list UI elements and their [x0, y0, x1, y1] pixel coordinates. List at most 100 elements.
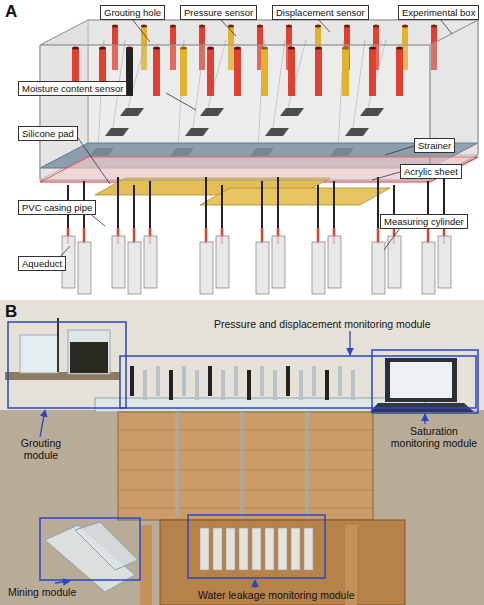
sensor-photo	[234, 366, 238, 396]
rod-top	[373, 25, 379, 28]
callout-box: Aqueduct	[18, 256, 66, 271]
module-frames	[8, 322, 478, 580]
sensor-rod	[369, 48, 376, 96]
callout-box: Measuring cylinder	[380, 214, 468, 229]
sensor-photo	[273, 370, 277, 400]
cylinder-photo	[291, 528, 300, 570]
sensor-photo	[182, 366, 186, 396]
sensor-photo	[156, 366, 160, 396]
sensor-rod	[261, 48, 268, 96]
sensor-photo	[351, 370, 355, 400]
pvc-pipe	[149, 181, 151, 228]
rod-top	[99, 46, 106, 49]
rod-top	[112, 25, 118, 28]
cylinder-photo	[213, 528, 222, 570]
callout-box: Moisture content sensor	[18, 81, 127, 96]
module-label: Mining module	[8, 586, 76, 598]
cylinder-photo-group	[200, 528, 313, 570]
photo-background	[0, 300, 484, 605]
pvc-pipe	[333, 181, 335, 228]
callout-text: Grouting hole	[104, 7, 161, 18]
rod-top	[141, 25, 147, 28]
rod-top	[72, 46, 79, 49]
sensor-photo	[221, 370, 225, 400]
callout-box: Strainer	[414, 138, 455, 153]
sensor-photo-group	[130, 366, 355, 400]
callout-text: PVC casing pipe	[22, 202, 92, 213]
cylinder-photo	[239, 528, 248, 570]
rod-top	[344, 25, 350, 28]
pipe-column	[175, 412, 179, 517]
callout-box: Experimental box	[398, 5, 479, 20]
sensor-photo	[169, 370, 173, 400]
leader-line	[318, 19, 330, 32]
slurry	[70, 342, 108, 373]
sensor-rod	[180, 48, 187, 96]
rod-top	[126, 46, 133, 49]
stand-leg	[140, 525, 152, 605]
module-label: Water leakage monitoring module	[198, 589, 355, 601]
rod-top	[153, 46, 160, 49]
rod-top	[369, 46, 376, 49]
silicone-pad	[200, 188, 390, 205]
cylinder-photo	[200, 528, 209, 570]
pointer-arrow	[349, 331, 350, 355]
module-frame	[372, 350, 478, 413]
measuring-cylinder	[312, 242, 325, 294]
measuring-cylinder	[112, 236, 125, 288]
module-frame	[40, 518, 140, 580]
measuring-cylinder	[78, 242, 91, 294]
pvc-pipe	[277, 177, 279, 228]
rod-top	[396, 46, 403, 49]
wooden-stand	[160, 520, 405, 605]
sensor-photo	[325, 370, 329, 400]
rod-top	[170, 25, 176, 28]
rod-top	[402, 25, 408, 28]
pvc-pipe	[117, 177, 119, 228]
leader-line	[372, 172, 400, 180]
module-label: Pressure and displacement monitoring mod…	[214, 318, 431, 330]
rod-top	[180, 46, 187, 49]
sensor-photo	[195, 370, 199, 400]
rod-top	[228, 25, 234, 28]
callout-text: Silicone pad	[22, 128, 74, 139]
leader-line	[78, 138, 110, 184]
sensor-photo	[247, 370, 251, 400]
pointer-arrows	[40, 331, 425, 588]
module-label: Grouting module	[10, 437, 72, 461]
grain-line	[118, 508, 373, 509]
pvc-pipe	[317, 185, 319, 228]
pointer-arrow	[55, 581, 70, 583]
leader-line	[166, 93, 196, 110]
sensor-photo	[286, 366, 290, 396]
callout-box: Silicone pad	[18, 126, 78, 141]
rod-top	[342, 46, 349, 49]
sensor-rod	[207, 48, 214, 96]
callout-text: Experimental box	[402, 7, 475, 18]
laptop-screen	[385, 358, 457, 402]
measuring-cylinder	[388, 236, 401, 288]
rod-top	[286, 25, 292, 28]
photo-floor	[0, 410, 484, 605]
measuring-cylinder	[328, 236, 341, 288]
pipe-column	[305, 412, 309, 517]
pvc-pipe	[133, 185, 135, 228]
measuring-cylinder	[438, 236, 451, 288]
module-frame	[8, 322, 126, 408]
pvc-pipe	[221, 185, 223, 228]
mining-plate	[75, 522, 138, 570]
callout-box: Pressure sensor	[180, 5, 257, 20]
sensor-rod	[234, 48, 241, 96]
pipe-group	[62, 177, 451, 294]
measuring-cylinder	[200, 242, 213, 294]
photo-wall	[0, 300, 484, 410]
callout-text: Acrylic sheet	[404, 166, 458, 177]
stand-rod	[57, 318, 59, 372]
pvc-pipe	[205, 177, 207, 228]
rod-top	[234, 46, 241, 49]
rod-top	[315, 46, 322, 49]
rod-top	[257, 25, 263, 28]
pointer-arrow	[254, 580, 255, 588]
sensor-photo	[338, 366, 342, 396]
cylinder-photo	[304, 528, 313, 570]
